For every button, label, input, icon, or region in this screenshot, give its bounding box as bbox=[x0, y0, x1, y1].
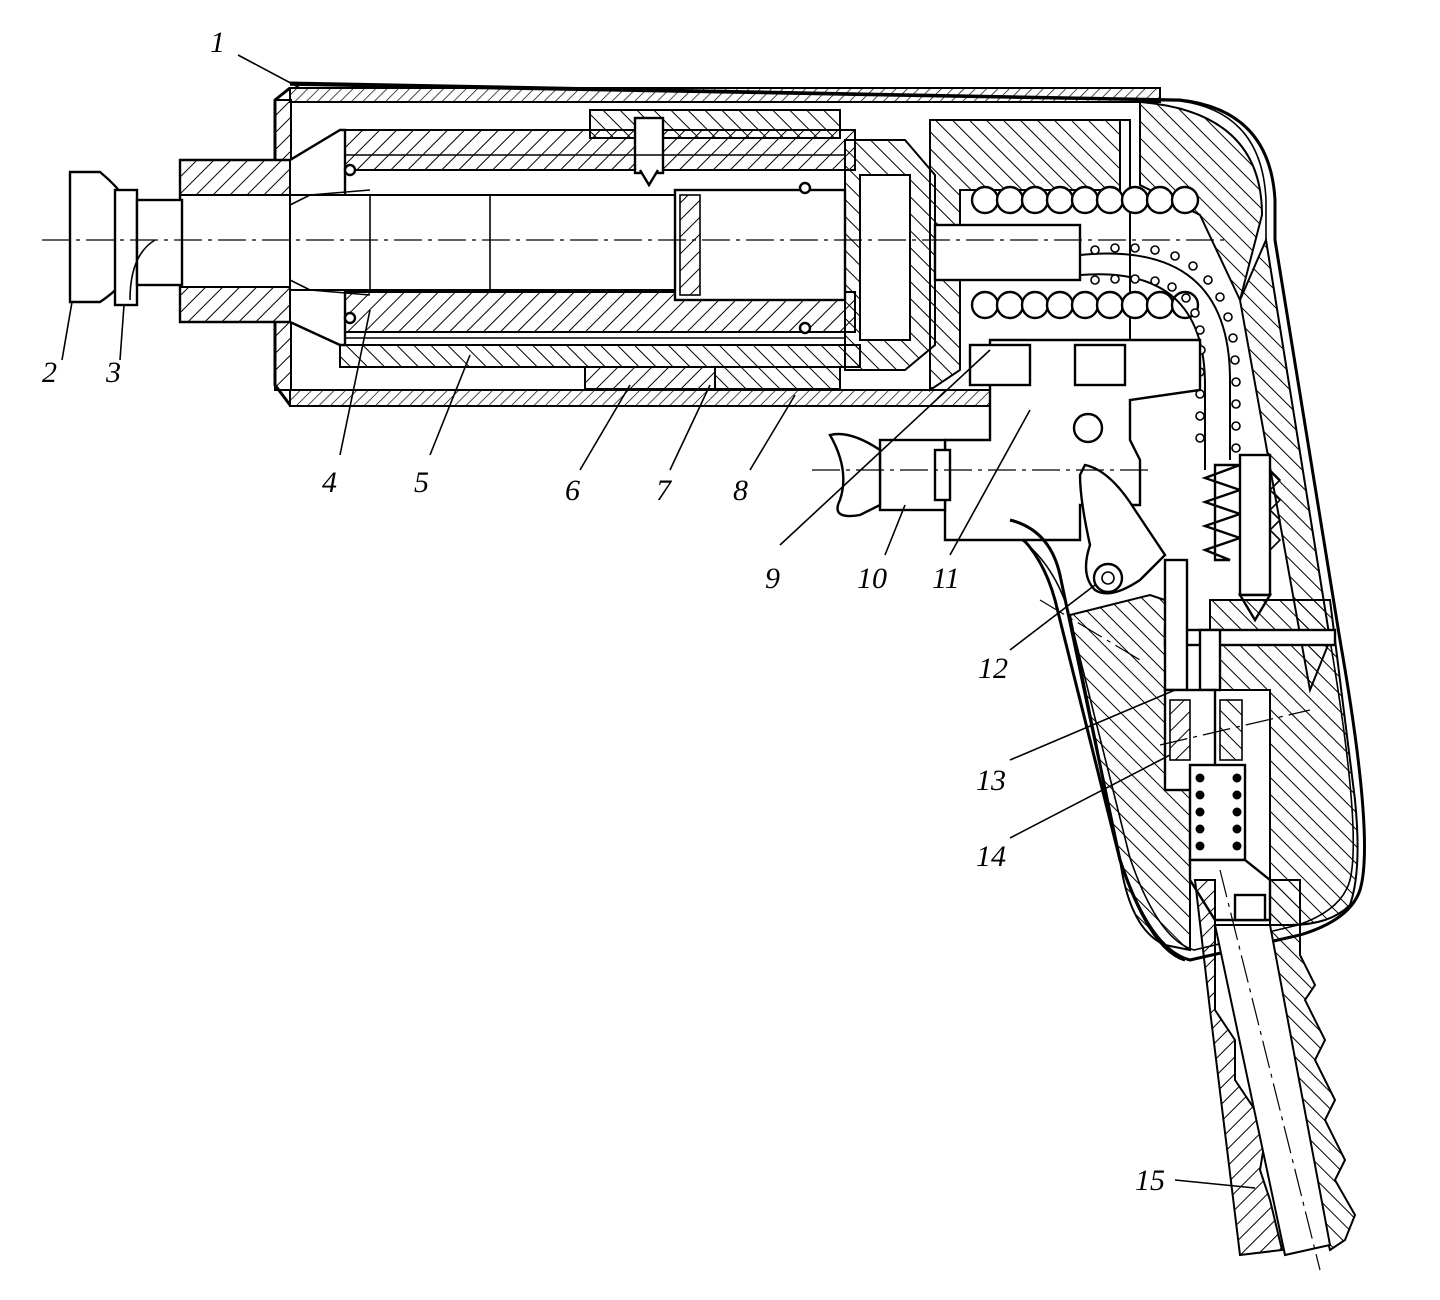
callout-12: 12 bbox=[978, 652, 1008, 685]
barrel-assembly bbox=[178, 109, 1131, 392]
callout-13: 13 bbox=[976, 764, 1006, 797]
callout-8: 8 bbox=[733, 474, 748, 507]
valve-spring bbox=[1188, 763, 1272, 922]
trigger-assembly bbox=[828, 338, 1202, 962]
callout-14: 14 bbox=[976, 840, 1006, 873]
callout-2: 2 bbox=[42, 356, 57, 389]
front-button bbox=[68, 170, 184, 307]
callout-10: 10 bbox=[857, 562, 887, 595]
hose-fitting bbox=[1193, 879, 1357, 1257]
callout-1: 1 bbox=[210, 26, 225, 59]
callout-7: 7 bbox=[656, 474, 673, 507]
callout-5: 5 bbox=[414, 466, 429, 499]
callout-9: 9 bbox=[765, 562, 780, 595]
callout-labels: 1 2 3 4 5 6 7 8 9 10 11 12 13 14 15 bbox=[42, 26, 1165, 1197]
return-spring bbox=[970, 185, 1200, 320]
callout-4: 4 bbox=[322, 466, 337, 499]
adjusting-screw bbox=[1201, 453, 1282, 623]
callout-6: 6 bbox=[565, 474, 580, 507]
centerlines bbox=[42, 239, 1321, 1271]
handle-grip bbox=[1068, 593, 1359, 952]
callout-11: 11 bbox=[932, 562, 960, 595]
callout-15: 15 bbox=[1135, 1164, 1165, 1197]
flexible-air-tube bbox=[1079, 243, 1241, 470]
callout-3: 3 bbox=[105, 356, 121, 389]
leader-lines bbox=[61, 54, 1256, 1189]
